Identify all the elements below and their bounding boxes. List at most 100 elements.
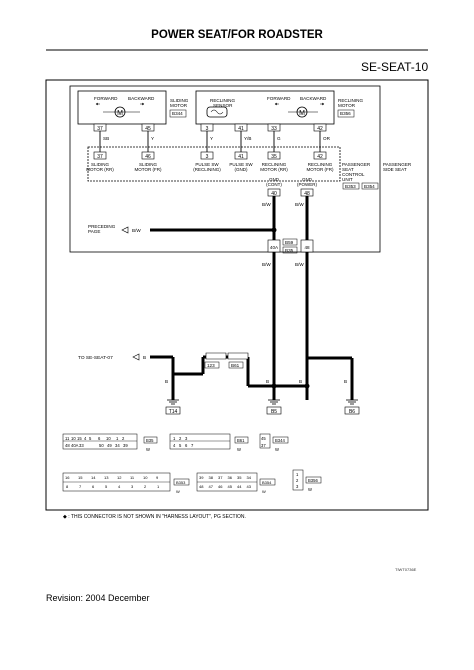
svg-text:B: B [266,379,269,384]
svg-text:W: W [146,447,150,452]
svg-text:BACKWARD: BACKWARD [128,96,155,101]
svg-text:3: 3 [185,436,188,441]
svg-text:W: W [176,489,180,494]
svg-text:TO SE-SEAT-07: TO SE-SEAT-07 [78,355,113,361]
svg-text:45: 45 [261,436,266,441]
connector-b356: 1 2 3 B356 W [292,469,322,492]
svg-text:B: B [344,379,347,384]
arrow-icon [274,102,279,106]
svg-text:2: 2 [296,478,299,483]
svg-text:42: 42 [317,126,323,132]
svg-text:B/W: B/W [132,228,141,233]
svg-text:W: W [275,447,279,452]
svg-text:PASSENGER: PASSENGER [342,162,371,167]
svg-text:B/W: B/W [295,262,304,267]
svg-text:UNIT: UNIT [342,177,353,182]
pin-number: 8 [66,484,69,489]
svg-text:B: B [143,355,146,360]
svg-text:W: W [262,489,266,494]
pin-number: 45 [228,484,233,489]
connector-b344: 45 37 B344 W [259,433,289,452]
footnote: ◆ : THIS CONNECTOR IS NOT SHOWN IN "HARN… [63,514,246,520]
svg-text:W: W [308,487,312,492]
svg-text:RECLINING: RECLINING [308,162,333,167]
svg-text:B344: B344 [275,438,285,443]
svg-text:MOTOR: MOTOR [170,103,188,108]
sheet-id: SE-SEAT-10 [361,60,429,74]
svg-text:6: 6 [185,443,188,448]
svg-text:(GND): (GND) [235,167,248,172]
svg-text:37: 37 [97,126,103,132]
svg-text:33: 33 [79,443,84,448]
svg-text:49: 49 [107,443,112,448]
svg-text:Y: Y [210,136,213,141]
pin-number: 1 [157,484,160,489]
motor-m-label: M [117,110,123,117]
svg-text:123: 123 [207,363,215,368]
svg-text:MOTOR (RR): MOTOR (RR) [260,167,288,172]
svg-text:FORWARD: FORWARD [267,96,291,101]
pin-number: 38 [209,475,214,480]
svg-text:33: 33 [271,126,277,132]
svg-text:(CONT): (CONT) [266,182,282,187]
svg-text:5: 5 [179,443,182,448]
pin-number: 43 [247,484,252,489]
svg-text:37: 37 [97,154,103,160]
pin-number: 48 [199,484,204,489]
svg-text:B35: B35 [285,248,294,253]
svg-text:4: 4 [173,443,176,448]
pin-number: 11 [130,475,135,480]
svg-text:RECLINING: RECLINING [210,98,235,103]
svg-text:PULSE SW: PULSE SW [195,162,219,167]
svg-text:SLIDING: SLIDING [91,162,110,167]
svg-text:PAGE: PAGE [88,229,100,234]
svg-text:Y/B: Y/B [244,136,251,141]
svg-text:4: 4 [84,436,87,441]
figure-id: TIWT0736E [395,567,417,572]
svg-text:OR: OR [323,136,331,141]
svg-text:B353: B353 [176,480,186,485]
svg-text:GND: GND [302,177,313,182]
svg-text:(RECLINING): (RECLINING) [193,167,221,172]
pin-number: 9 [156,475,159,480]
svg-text:B61: B61 [237,438,245,443]
svg-text:SIDE SEAT: SIDE SEAT [383,167,407,172]
svg-text:7: 7 [191,443,194,448]
svg-text:B356: B356 [340,111,351,116]
arrow-icon [95,102,100,106]
svg-text:B353: B353 [345,184,356,189]
svg-text:6: 6 [98,436,101,441]
svg-text:39: 39 [123,443,128,448]
svg-text:45: 45 [145,126,151,132]
svg-text:10: 10 [71,436,76,441]
pin-number: 36 [228,475,233,480]
pin-number: 4 [118,484,121,489]
arrow-icon [121,226,129,234]
pin-number: 46 [218,484,223,489]
svg-text:1: 1 [296,472,299,477]
svg-text:41: 41 [238,126,244,132]
page-title: POWER SEAT/FOR ROADSTER [151,29,323,41]
svg-text:GND: GND [269,177,280,182]
svg-text:MOTOR (RR): MOTOR (RR) [86,167,114,172]
svg-text:SEAT: SEAT [342,167,354,172]
svg-text:1: 1 [116,436,119,441]
pin-number: 5 [105,484,108,489]
svg-text:2: 2 [122,436,125,441]
svg-text:MOTOR (FR): MOTOR (FR) [135,167,162,172]
svg-text:SLIDING: SLIDING [139,162,158,167]
svg-text:37: 37 [261,443,266,448]
svg-text:10: 10 [106,436,111,441]
pin-number: 47 [209,484,214,489]
svg-text:40: 40 [271,191,277,197]
pin-number: 6 [92,484,95,489]
pin-number: 35 [237,475,242,480]
svg-text:41: 41 [238,154,244,160]
control-unit-box [87,146,341,182]
svg-text:40A: 40A [270,245,279,250]
svg-text:SENSOR: SENSOR [213,103,233,108]
pin-number: 44 [237,484,242,489]
